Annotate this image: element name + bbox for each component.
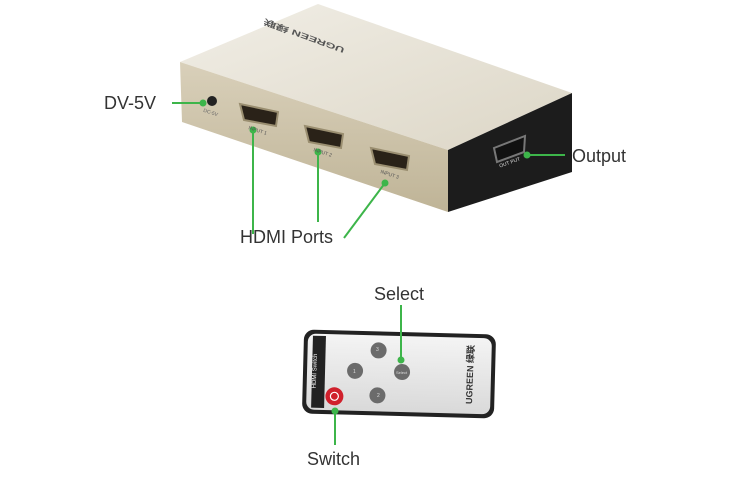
remote-button-1[interactable] bbox=[347, 362, 364, 379]
callout-select: Select bbox=[374, 284, 425, 304]
remote-label-1: 1 bbox=[353, 369, 356, 375]
remote-control bbox=[302, 329, 496, 419]
remote-side-label: HDMI Switch bbox=[311, 353, 319, 389]
remote-brand: UGREEN 绿联 bbox=[463, 344, 477, 405]
callout-lines bbox=[172, 99, 565, 445]
power-icon bbox=[329, 391, 339, 401]
remote-button-select[interactable] bbox=[394, 364, 411, 381]
hdmi-port-2 bbox=[303, 124, 345, 150]
remote-button-2[interactable] bbox=[369, 387, 386, 404]
remote-label-3: 3 bbox=[376, 347, 379, 353]
dc-jack bbox=[207, 96, 217, 106]
remote-button-3[interactable] bbox=[370, 342, 387, 359]
remote-power-button[interactable] bbox=[325, 387, 344, 406]
hdmi-output-port bbox=[492, 134, 527, 164]
callout-output: Output bbox=[572, 146, 627, 166]
remote-label-2: 2 bbox=[377, 393, 380, 399]
hdmi-switch-device: UGREEN 绿联 bbox=[180, 4, 572, 212]
remote-label-select: Select bbox=[396, 370, 408, 375]
hdmi-port-3 bbox=[369, 146, 411, 172]
hdmi-port-1 bbox=[238, 102, 280, 128]
callout-dv-5v: DV-5V bbox=[104, 93, 157, 113]
callout-switch: Switch bbox=[307, 449, 361, 469]
callout-hdmi-ports: HDMI Ports bbox=[240, 227, 334, 247]
device-top-face bbox=[180, 4, 572, 150]
